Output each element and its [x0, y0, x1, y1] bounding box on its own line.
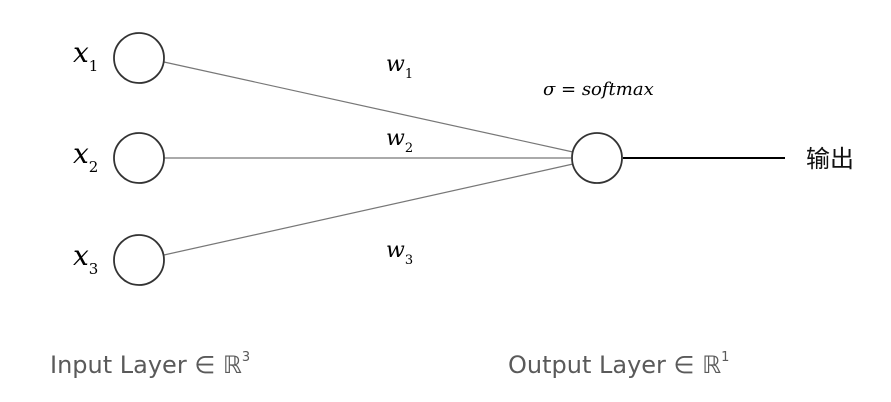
- output-text: 输出: [806, 145, 854, 173]
- output-layer-label: Output Layer ∈ ℝ1: [508, 350, 729, 379]
- weight-label-3: w3: [386, 238, 413, 268]
- output-node: [571, 132, 623, 184]
- input-label-1: x1: [73, 36, 98, 75]
- weight-label-2: w2: [386, 126, 413, 156]
- input-label-3: x3: [73, 239, 98, 278]
- input-node-3: [113, 234, 165, 286]
- edge-x1-to-output: [163, 61, 574, 153]
- activation-label: σ = softmax: [543, 79, 654, 100]
- weight-label-1: w1: [386, 52, 413, 82]
- input-label-2: x2: [73, 137, 98, 176]
- input-node-2: [113, 132, 165, 184]
- edge-x3-to-output: [163, 163, 574, 256]
- input-node-1: [113, 32, 165, 84]
- input-layer-label: Input Layer ∈ ℝ3: [50, 350, 250, 379]
